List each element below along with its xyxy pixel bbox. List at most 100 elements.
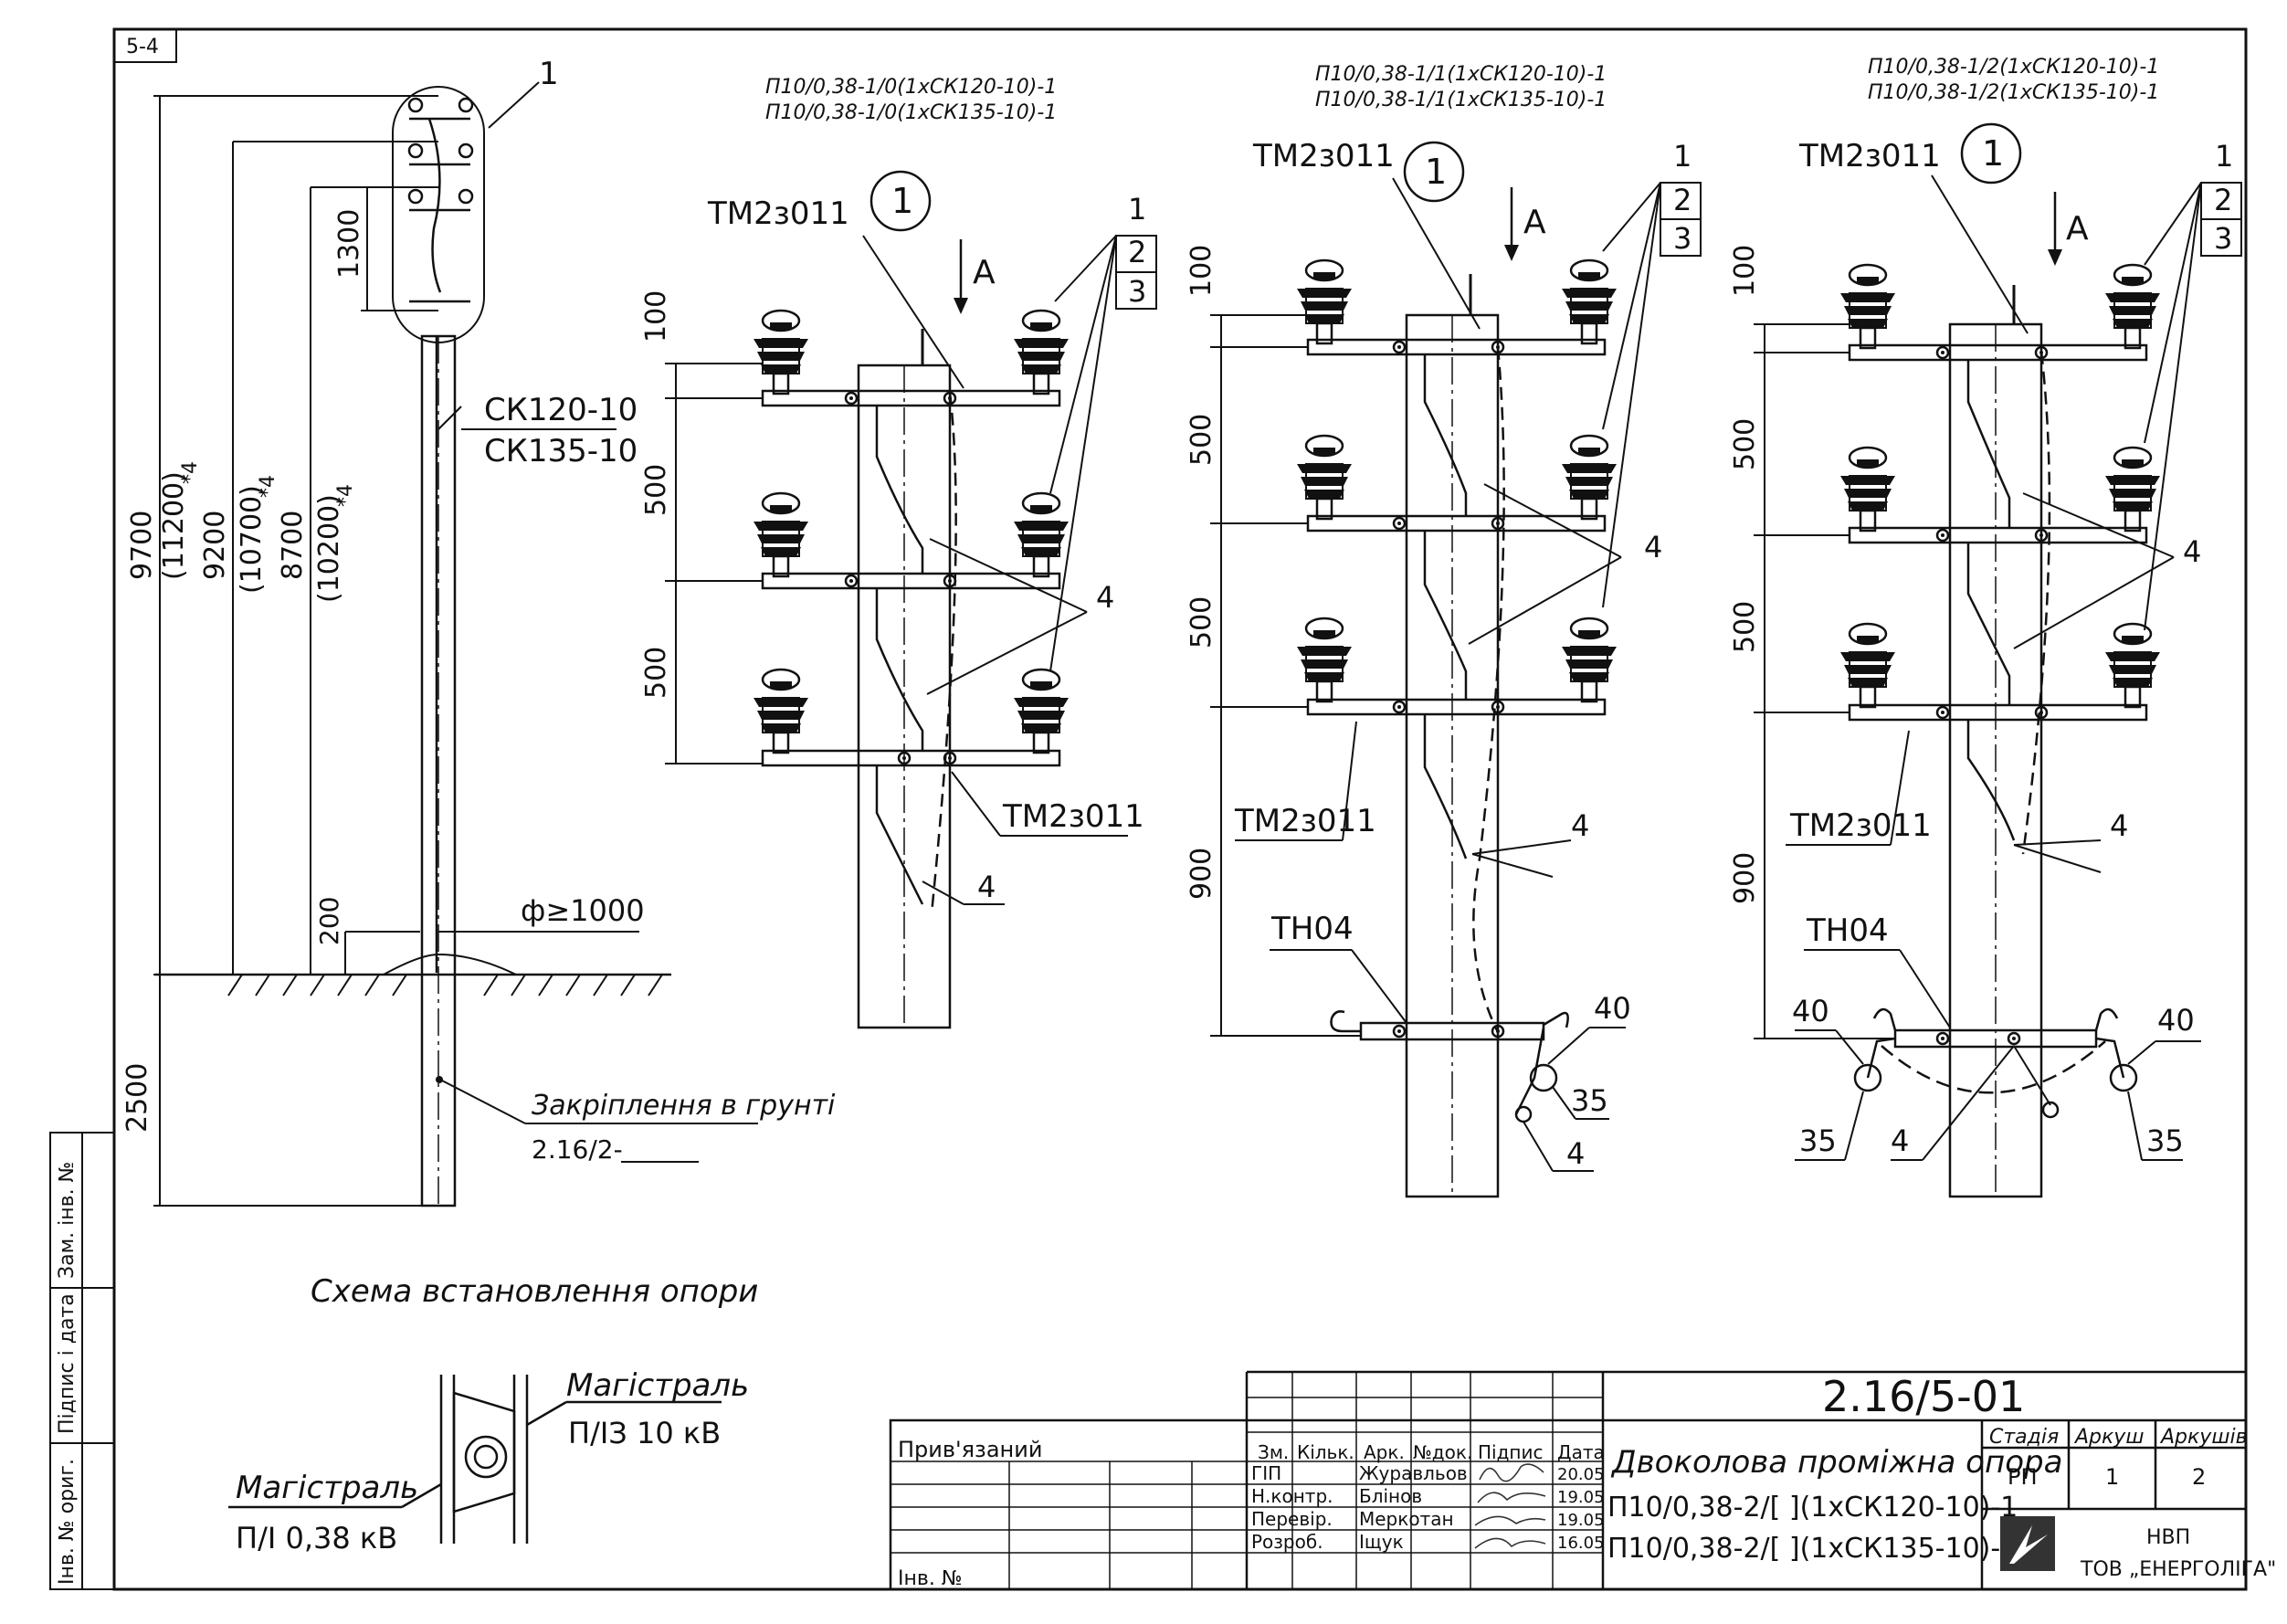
view2-ref-35: 35 [1571, 1083, 1608, 1118]
tb-date-0: 20.05 [1557, 1465, 1605, 1484]
legend-main-top-sub: П/ІЗ 10 кВ [568, 1416, 721, 1450]
tb-date-2: 19.05 [1557, 1511, 1605, 1530]
tb-role-3: Розроб. [1251, 1531, 1323, 1553]
fixing-label: Закріплення в грунті [532, 1090, 836, 1122]
view2-ref-4-c: 4 [1566, 1136, 1585, 1171]
view1-stack-2: 2 [1128, 235, 1146, 269]
dim-8700: 8700 [277, 511, 309, 580]
view1-code-1: П10/0,38-1/0(1хСК120-10)-1 [765, 76, 1057, 99]
view2-code-2: П10/0,38-1/1(1хСК135-10)-1 [1315, 89, 1607, 111]
tb-stage-header: Стадія [1989, 1426, 2059, 1449]
view3-label-top: ТМ2з011 [1798, 138, 1941, 174]
dim-10200: (10200) [313, 494, 345, 603]
view2-circle-number: 1 [1425, 152, 1447, 192]
view1-label-bottom: ТМ2з011 [1002, 798, 1144, 835]
view2-ref-4-b: 4 [1571, 808, 1589, 843]
view3-circle-number: 1 [1982, 133, 2004, 174]
tb-company-line2: ТОВ „ЕНЕРГОЛІГА" [2080, 1558, 2276, 1581]
pole-view-3: П10/0,38-1/2(1хСК120-10)-1 П10/0,38-1/2(… [1729, 56, 2242, 1198]
view3-ref-40-left: 40 [1792, 994, 1829, 1028]
dim-200: 200 [314, 897, 344, 945]
sheet-ref: 5-4 [126, 36, 159, 58]
dim-2500: 2500 [121, 1063, 153, 1133]
tb-sheet: 1 [2105, 1464, 2119, 1490]
view2-dim-500-a: 500 [1186, 414, 1217, 466]
tb-sheet-header: Аркуш [2073, 1426, 2144, 1449]
view3-ref-35-left: 35 [1799, 1123, 1837, 1158]
fixing-ref: 2.16/2- [532, 1134, 623, 1165]
tb-role-2: Перевір. [1251, 1508, 1333, 1530]
view2-dim-900: 900 [1186, 848, 1217, 900]
dim-mark-1: *4 [179, 461, 202, 484]
view3-ref-4-c: 4 [1891, 1123, 1909, 1158]
tb-name-1: Блінов [1359, 1485, 1422, 1507]
view2-arrow-label: А [1523, 204, 1546, 241]
tb-name-3: Іщук [1359, 1531, 1404, 1553]
title-block: 2.16/5-01 Прив'язаний Інв. № Зм. Кільк. … [889, 1370, 2276, 1591]
view1-ref-4-b: 4 [977, 870, 996, 904]
view2-dim-100: 100 [1186, 245, 1217, 297]
line-legend: Магістраль П/ІЗ 10 кВ Магістраль П/І 0,3… [228, 1367, 749, 1555]
dim-9200: 9200 [199, 511, 231, 580]
view2-code-1: П10/0,38-1/1(1хСК120-10)-1 [1315, 63, 1607, 86]
view1-code-2: П10/0,38-1/0(1хСК135-10)-1 [765, 101, 1057, 124]
view3-dim-500-b: 500 [1729, 601, 1761, 653]
installation-scheme: 1 СК120-10 СК135-10 [121, 56, 836, 1310]
tb-header-date: Дата [1557, 1441, 1605, 1463]
view3-label-bottom: ТМ2з011 [1789, 807, 1932, 844]
view3-stack-2: 2 [2214, 183, 2232, 217]
legend-main-top: Магістраль [566, 1367, 749, 1404]
view3-dim-500-a: 500 [1729, 418, 1761, 470]
view3-ref-4-b: 4 [2110, 808, 2128, 843]
tb-name-2: Меркотан [1359, 1508, 1454, 1530]
tb-header-ndok: №док. [1413, 1441, 1472, 1463]
tb-title-line1: Двоколова проміжна опора [1610, 1444, 2062, 1481]
view3-ref-4-a: 4 [2183, 534, 2201, 569]
view1-label-top: ТМ2з011 [707, 195, 849, 232]
tb-doc-number: 2.16/5-01 [1822, 1372, 2025, 1421]
dim-9700: 9700 [126, 511, 158, 580]
tb-header-ark: Арк. [1364, 1441, 1405, 1463]
view2-label-top: ТМ2з011 [1252, 138, 1395, 174]
view2-ref-4-a: 4 [1644, 530, 1662, 564]
tb-name-0: Журавльов [1359, 1462, 1468, 1484]
view2-stack-1: 1 [1673, 139, 1692, 174]
dim-11200: (11200) [158, 471, 190, 580]
tb-sheets: 2 [2192, 1464, 2206, 1490]
view3-ref-40-right: 40 [2157, 1003, 2195, 1038]
view2-dim-500-b: 500 [1186, 596, 1217, 649]
view3-dim-900: 900 [1729, 852, 1761, 904]
dim-mark-3: *4 [334, 484, 357, 507]
view3-ref-35-right: 35 [2146, 1123, 2184, 1158]
head-callout [392, 86, 485, 343]
tb-role-0: ГІП [1251, 1462, 1281, 1484]
diameter-label: ф≥1000 [521, 893, 645, 928]
view1-dim-500-a: 500 [640, 464, 672, 516]
pole-label-ck135: СК135-10 [484, 433, 638, 469]
tb-header-kilk: Кільк. [1297, 1441, 1354, 1463]
view3-stack-3: 3 [2214, 221, 2232, 256]
pole-view-1: П10/0,38-1/0(1хСК120-10)-1 П10/0,38-1/0(… [640, 76, 1157, 1029]
view3-dim-100: 100 [1729, 245, 1761, 297]
pole-view-2: П10/0,38-1/1(1хСК120-10)-1 П10/0,38-1/1(… [1186, 63, 1702, 1198]
signatures [1474, 1463, 1546, 1549]
view3-code-2: П10/0,38-1/2(1хСК135-10)-1 [1868, 81, 2159, 104]
tb-title-line3: П10/0,38-2/[ ](1хСК135-10)-1 [1607, 1533, 2018, 1565]
view1-dim-100: 100 [640, 290, 672, 343]
view2-stack-3: 3 [1673, 221, 1692, 256]
dim-10700: (10700) [236, 485, 268, 594]
legend-main-bottom-sub: П/І 0,38 кВ [236, 1521, 397, 1555]
view3-code-1: П10/0,38-1/2(1хСК120-10)-1 [1868, 56, 2159, 79]
tb-date-3: 16.05 [1557, 1534, 1605, 1553]
view2-label-bottom: ТМ2з011 [1234, 803, 1376, 839]
view2-stack-2: 2 [1673, 183, 1692, 217]
view3-arrow-label: А [2066, 210, 2089, 248]
head-callout-number: 1 [539, 56, 559, 92]
view1-dim-500-b: 500 [640, 647, 672, 699]
tb-header-zm: Зм. [1258, 1441, 1289, 1463]
view1-circle-number: 1 [891, 181, 913, 221]
view1-arrow-label: А [973, 254, 996, 291]
company-logo [2000, 1516, 2055, 1571]
tb-inv-no: Інв. № [898, 1567, 963, 1590]
